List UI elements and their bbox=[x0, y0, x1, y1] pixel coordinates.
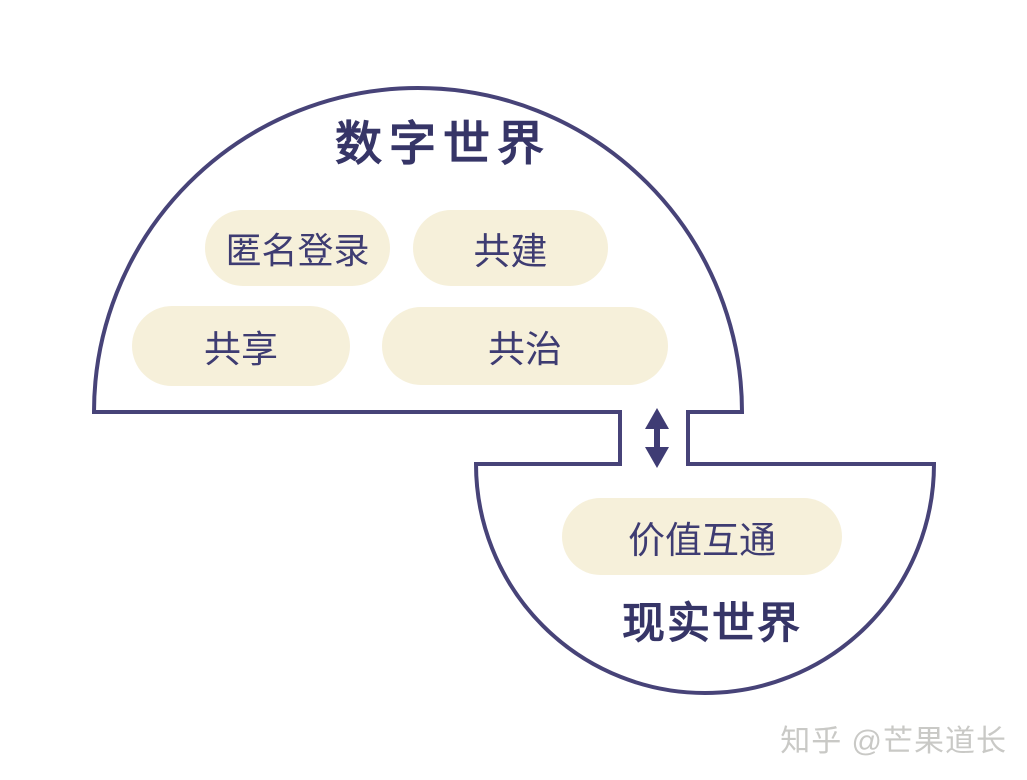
digital-world-title: 数字世界 bbox=[335, 117, 551, 170]
pill-co-build: 共建 bbox=[413, 210, 608, 286]
real-world-title: 现实世界 bbox=[622, 600, 802, 648]
pill-share: 共享 bbox=[132, 306, 350, 386]
pill-anonymous-login: 匿名登录 bbox=[205, 210, 390, 286]
pill-value-exchange: 价值互通 bbox=[562, 498, 842, 575]
pill-co-governance: 共治 bbox=[382, 307, 668, 385]
zhihu-watermark: 知乎 @芒果道长 bbox=[780, 725, 1007, 758]
bidirectional-arrow-icon bbox=[645, 408, 669, 468]
